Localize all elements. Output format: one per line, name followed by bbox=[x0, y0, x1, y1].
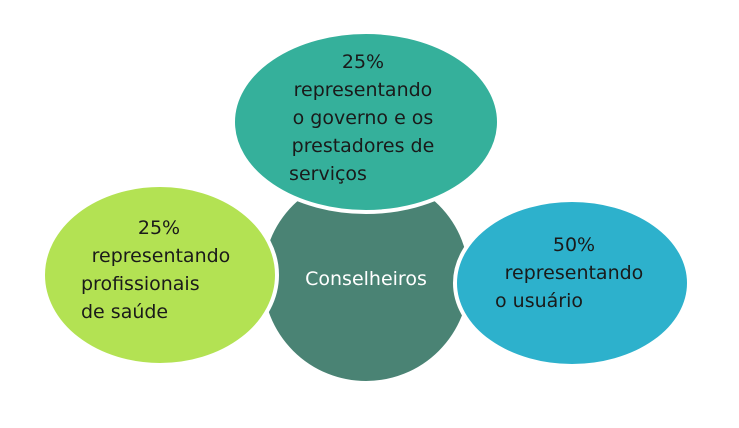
node-governo-line-2: representando bbox=[294, 79, 433, 101]
node-usuario-line-2: representando bbox=[505, 262, 644, 284]
node-governo-line-1: 25% bbox=[342, 51, 384, 73]
node-profissionais: 25% representando profissionais de saúde bbox=[41, 183, 279, 367]
node-usuario-line-1: 50% bbox=[553, 234, 595, 256]
center-label: Conselheiros bbox=[305, 268, 427, 290]
node-profissionais-line-4: de saúde bbox=[81, 301, 168, 323]
node-profissionais-line-3: profissionais bbox=[81, 273, 200, 295]
node-profissionais-line-1: 25% bbox=[138, 217, 180, 239]
node-profissionais-text: 25% representando profissionais de saúde bbox=[81, 217, 236, 323]
node-usuario: 50% representando o usuário bbox=[453, 198, 691, 368]
node-governo-text: 25% representando o governo e os prestad… bbox=[289, 51, 440, 185]
node-profissionais-line-2: representando bbox=[92, 245, 231, 267]
node-usuario-text: 50% representando o usuário bbox=[495, 234, 649, 312]
node-governo-line-5: serviços bbox=[289, 163, 367, 185]
node-governo-line-3: o governo e os bbox=[293, 107, 434, 129]
node-governo-line-4: prestadores de bbox=[292, 135, 435, 157]
node-usuario-line-3: o usuário bbox=[495, 290, 583, 312]
node-governo: 25% representando o governo e os prestad… bbox=[231, 30, 501, 214]
